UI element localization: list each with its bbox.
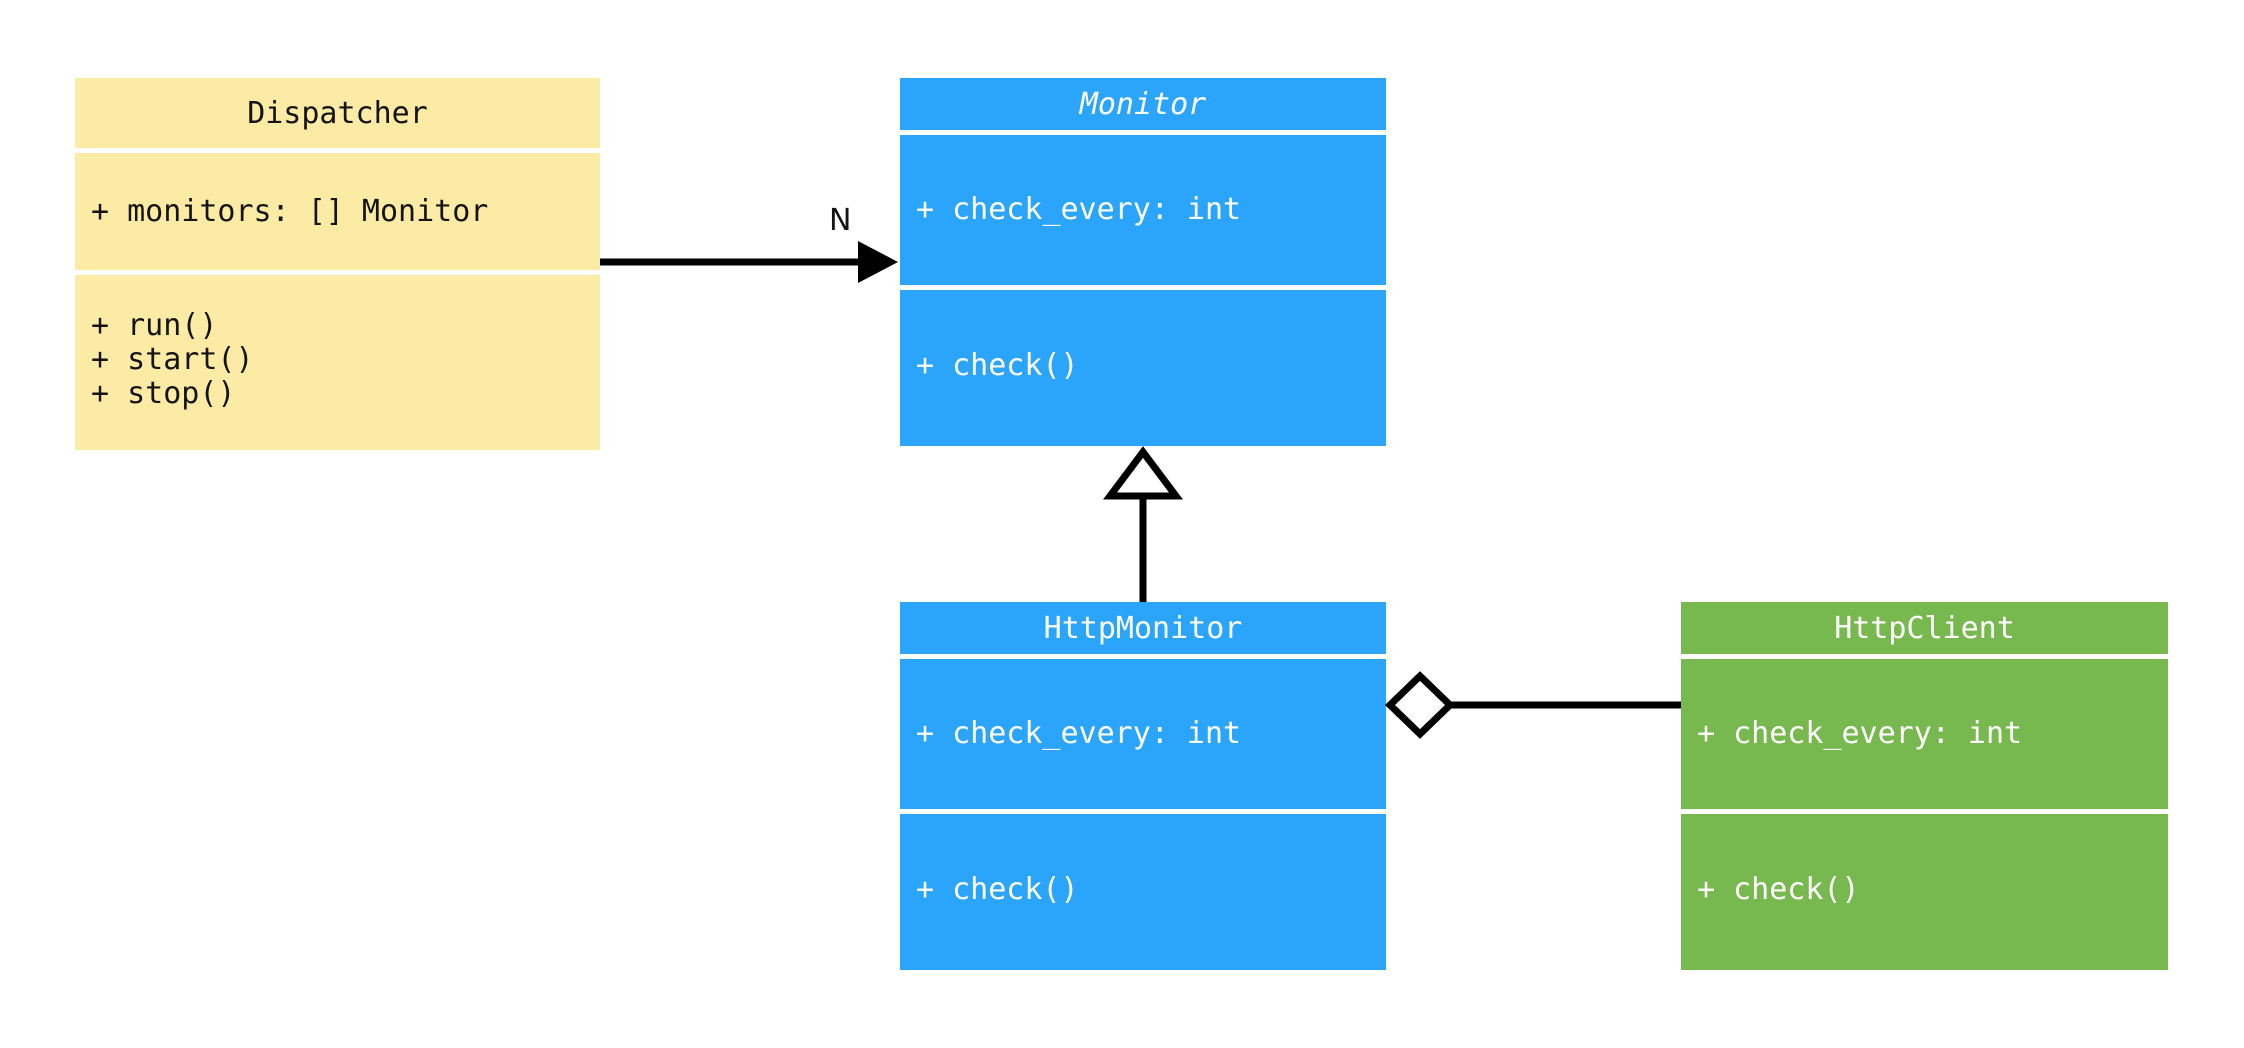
class-methods-http-monitor: + check() xyxy=(900,809,1386,965)
class-methods-monitor: + check() xyxy=(900,285,1386,441)
class-box-http-monitor[interactable]: HttpMonitor + check_every: int + check() xyxy=(900,602,1386,970)
open-arrow-head-icon xyxy=(858,241,898,283)
class-box-http-client[interactable]: HttpClient + check_every: int + check() xyxy=(1681,602,2168,970)
hollow-diamond-aggregation-icon xyxy=(1384,671,1456,739)
method-row: + start() xyxy=(91,342,254,378)
edge-http-monitor-to-monitor xyxy=(1103,446,1183,602)
class-attributes-http-client: + check_every: int xyxy=(1681,654,2168,809)
edge-http-monitor-to-http-client xyxy=(1384,671,1681,739)
attribute-row: + monitors: [] Monitor xyxy=(91,193,489,229)
class-attributes-monitor: + check_every: int xyxy=(900,130,1386,285)
attribute-row: + check_every: int xyxy=(1697,716,2023,752)
attribute-row: + check_every: int xyxy=(916,192,1242,228)
edge-label-multiplicity-n: N xyxy=(829,203,852,238)
method-row: + check() xyxy=(916,347,1079,383)
class-attributes-dispatcher: + monitors: [] Monitor xyxy=(75,148,600,270)
class-title-monitor: Monitor xyxy=(1079,86,1207,122)
method-row: + check() xyxy=(916,871,1079,907)
class-box-dispatcher[interactable]: Dispatcher + monitors: [] Monitor + run(… xyxy=(75,78,600,450)
method-row: + stop() xyxy=(91,375,236,411)
class-methods-http-client: + check() xyxy=(1681,809,2168,965)
edge-dispatcher-to-monitor xyxy=(600,241,898,283)
class-title-dispatcher: Dispatcher xyxy=(247,95,428,131)
method-row: + check() xyxy=(1697,871,1860,907)
method-row: + run() xyxy=(91,308,218,344)
class-title-http-monitor: HttpMonitor xyxy=(1043,610,1243,646)
attribute-row: + check_every: int xyxy=(916,716,1242,752)
class-title-http-client: HttpClient xyxy=(1834,610,2015,646)
class-box-monitor[interactable]: Monitor + check_every: int + check() xyxy=(900,78,1386,446)
class-attributes-http-monitor: + check_every: int xyxy=(900,654,1386,809)
hollow-triangle-arrow-icon xyxy=(1103,446,1183,500)
class-methods-dispatcher: + run() + start() + stop() xyxy=(75,270,600,445)
